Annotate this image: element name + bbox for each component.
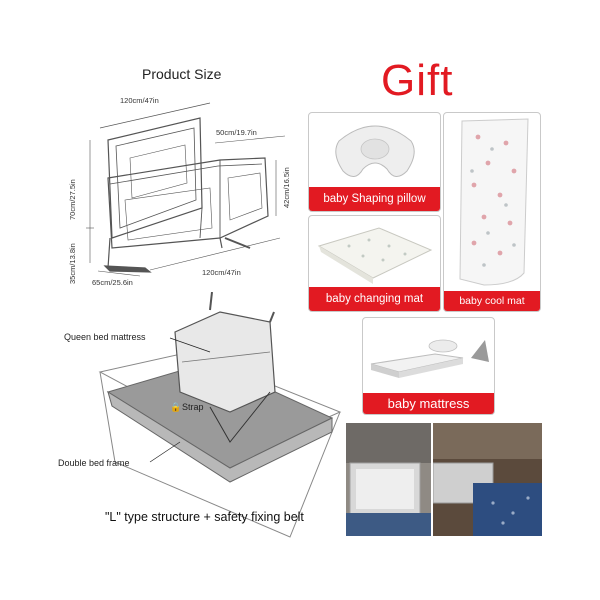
gift-card-pillow: baby Shaping pillow: [308, 112, 441, 212]
dim-depth-top: 50cm/19.7in: [216, 128, 257, 137]
changing-mat-image: [317, 227, 433, 284]
gift-label-pillow: baby Shaping pillow: [309, 187, 440, 211]
dim-base-depth: 65cm/25.6in: [92, 278, 133, 287]
cool-mat-image: [459, 118, 529, 286]
bed-line-drawing: [98, 291, 342, 538]
gift-card-mattress: baby mattress: [362, 317, 495, 415]
dim-height-side: 42cm/16.5in: [282, 167, 291, 208]
gift-card-cool-mat: baby cool mat: [443, 112, 541, 312]
baby-mattress-image: [370, 339, 489, 378]
gift-label-changing-mat: baby changing mat: [309, 287, 440, 311]
label-strap: Strap: [182, 402, 204, 412]
gift-card-changing-mat: baby changing mat: [308, 215, 441, 312]
dim-height-total: 70cm/27.5in: [68, 179, 77, 220]
bed-attachment-diagram: Queen bed mattress Strap 🔒 Double bed fr…: [58, 291, 360, 552]
crib-dimension-diagram: 120cm/47in 50cm/19.7in 70cm/27.5in 42cm/…: [50, 88, 310, 298]
crib-line-drawing: [86, 102, 286, 277]
gift-label-cool-mat: baby cool mat: [444, 291, 540, 311]
gift-title: Gift: [381, 56, 454, 105]
dim-bottom-width: 120cm/47in: [202, 268, 241, 277]
photo-left-image: [346, 423, 431, 536]
structure-caption: "L" type structure + safety fixing belt: [105, 510, 304, 524]
lock-icon: 🔒: [170, 402, 182, 412]
label-double-bed-frame: Double bed frame: [58, 458, 130, 468]
dim-top-width: 120cm/47in: [120, 96, 159, 105]
photo-crib-beside-bed: [433, 423, 542, 536]
gift-label-mattress: baby mattress: [363, 393, 494, 414]
dim-leg-height: 35cm/13.8in: [68, 243, 77, 284]
product-size-title: Product Size: [142, 66, 222, 82]
label-queen-mattress: Queen bed mattress: [64, 332, 146, 342]
pillow-image: [335, 125, 415, 177]
photo-crib-bedroom: [346, 423, 431, 536]
photo-right-image: [433, 423, 542, 536]
